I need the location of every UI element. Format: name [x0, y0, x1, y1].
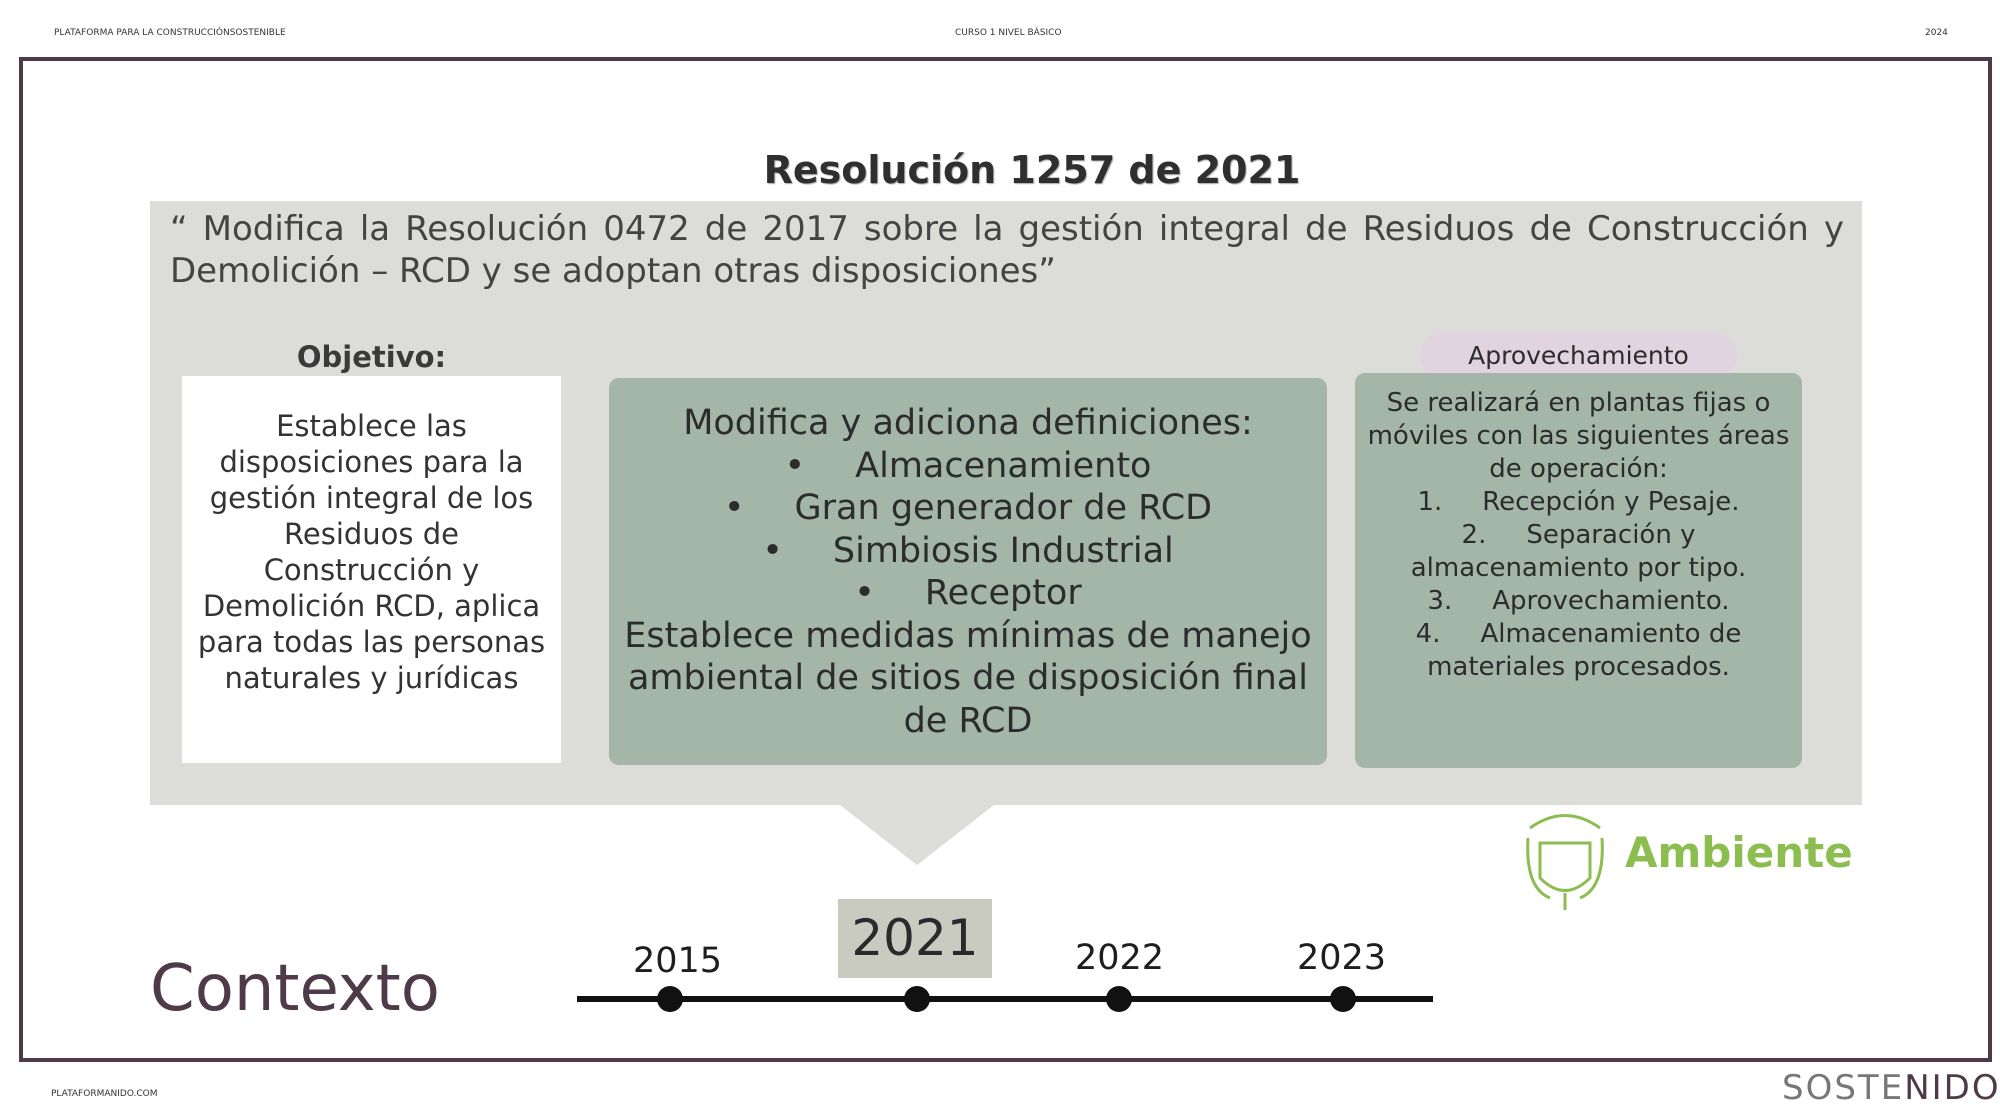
timeline-year-2023[interactable]: 2023: [1297, 938, 1387, 978]
list-item: 3.Aprovechamiento.: [1427, 586, 1730, 616]
panel-pointer: [840, 805, 994, 865]
section-title: Contexto: [150, 952, 440, 1026]
ambiente-logo-text: Ambiente: [1625, 828, 1853, 877]
timeline-year-2021-selected[interactable]: 2021: [838, 899, 992, 978]
definition-item: Receptor: [619, 572, 1317, 615]
timeline-point-2023[interactable]: [1330, 986, 1356, 1012]
timeline-point-2021[interactable]: [904, 986, 930, 1012]
definition-item: Simbiosis Industrial: [619, 530, 1317, 573]
header-course: CURSO 1 NIVEL BÁSICO: [955, 28, 1062, 38]
objective-label: Objetivo:: [296, 340, 447, 374]
list-item: 1.Recepción y Pesaje.: [1417, 487, 1740, 517]
timeline-year-2015[interactable]: 2015: [633, 941, 723, 981]
footer-url: PLATAFORMANIDO.COM: [51, 1089, 158, 1099]
list-item: 4.Almacenamiento de materiales procesado…: [1415, 619, 1742, 682]
definition-item: Almacenamiento: [619, 445, 1317, 488]
objective-box: Establece las disposiciones para la gest…: [182, 376, 561, 763]
definitions-heading: Modifica y adiciona definiciones:: [683, 403, 1253, 443]
list-item: 2.Separación y almacenamiento por tipo.: [1410, 520, 1747, 583]
resolution-quote: “ Modifica la Resolución 0472 de 2017 so…: [170, 209, 1844, 291]
definition-item: Gran generador de RCD: [619, 487, 1317, 530]
timeline-point-2022[interactable]: [1106, 986, 1132, 1012]
definitions-box: Modifica y adiciona definiciones: Almace…: [609, 378, 1327, 765]
colombia-coat-of-arms-icon: [1526, 814, 1604, 910]
slide-title: Resolución 1257 de 2021: [763, 148, 1301, 192]
timeline-point-2015[interactable]: [657, 986, 683, 1012]
aprovechamiento-intro: Se realizará en plantas fijas o móviles …: [1367, 388, 1790, 484]
header-year: 2024: [1925, 28, 1948, 38]
slide-frame: [19, 57, 1992, 1062]
timeline-year-2022[interactable]: 2022: [1075, 938, 1165, 978]
aprovechamiento-box: Se realizará en plantas fijas o móviles …: [1355, 373, 1802, 768]
sostenido-logo: SOSTENIDO: [1782, 1068, 2000, 1108]
header-platform: PLATAFORMA PARA LA CONSTRUCCIÓNSOSTENIBL…: [54, 28, 286, 38]
aprovechamiento-label: Aprovechamiento: [1420, 333, 1737, 378]
definitions-footer: Establece medidas mínimas de manejo ambi…: [624, 615, 1312, 741]
timeline-axis: [577, 996, 1433, 1002]
